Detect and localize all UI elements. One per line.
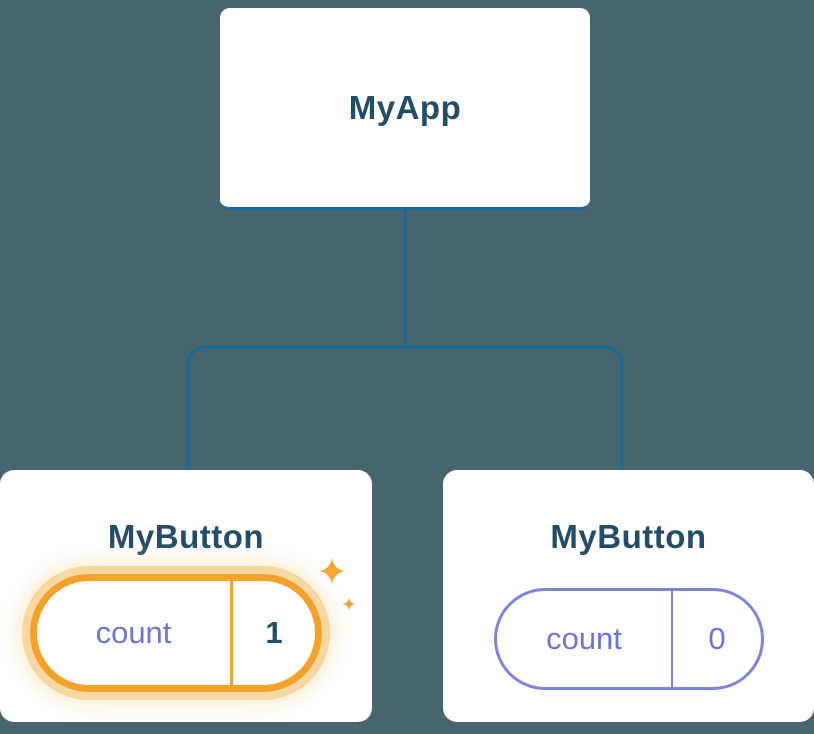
state-pill: count 0	[494, 588, 764, 690]
node-mybutton-unchanged: MyButton count 0	[443, 470, 814, 722]
state-pill-highlighted: count 1	[30, 574, 322, 692]
pill-divider	[671, 591, 673, 687]
sparkle-icon: ✦	[341, 595, 357, 616]
state-value: 1	[265, 615, 283, 650]
node-label: MyButton	[550, 518, 707, 555]
node-label: MyApp	[348, 88, 462, 126]
pill-divider	[230, 581, 233, 685]
sparkle-icon: ✦	[316, 552, 348, 594]
node-label: MyButton	[107, 518, 265, 555]
state-value: 0	[708, 621, 726, 656]
state-name: count	[546, 621, 622, 656]
state-name: count	[95, 615, 172, 650]
node-myapp: MyApp	[220, 8, 590, 210]
node-mybutton-updated: MyButton count 1 ✦ ✦	[0, 470, 372, 722]
